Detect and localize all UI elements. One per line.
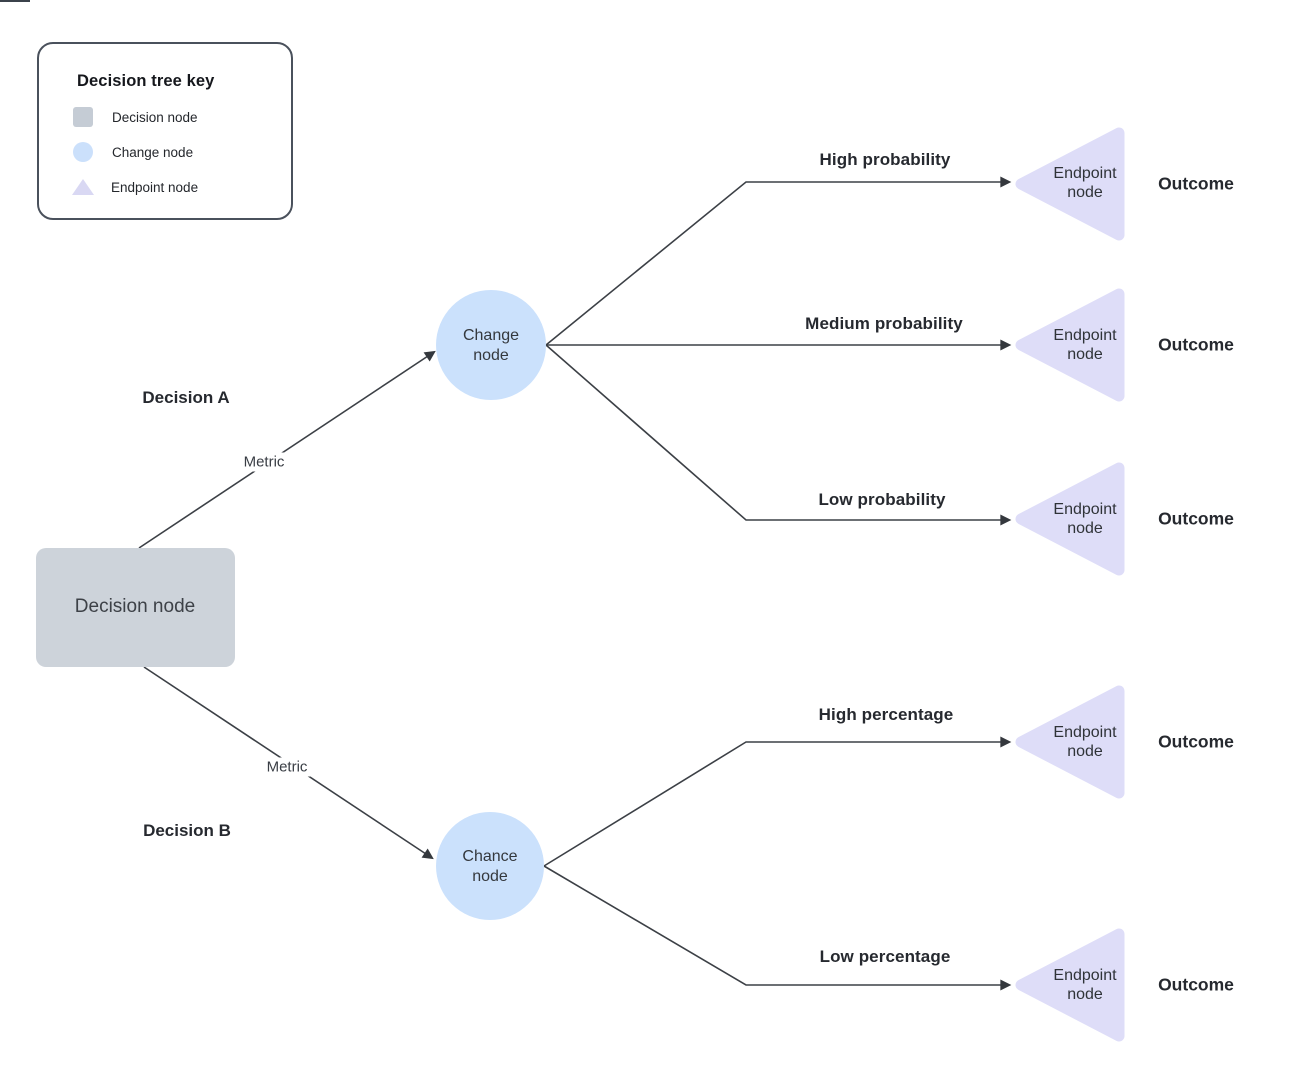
endpoint-node-label-2: Endpoint node xyxy=(1053,327,1117,363)
branch-label-medium-probability: Medium probability xyxy=(805,314,963,333)
outcome-label-4: Outcome xyxy=(1158,731,1234,752)
chance-node-label: Chance node xyxy=(462,848,518,885)
branch-label-high-percentage: High percentage xyxy=(818,705,954,724)
connector-high-percentage xyxy=(543,736,1012,867)
decision-node-shape xyxy=(36,548,235,667)
legend-item-decision-node: Decision node xyxy=(73,106,198,128)
outcome-label-2: Outcome xyxy=(1158,334,1234,355)
legend-item-label: Decision node xyxy=(112,109,198,125)
outcome-label-5: Outcome xyxy=(1158,974,1234,995)
endpoint-node-label-5: Endpoint node xyxy=(1053,967,1117,1003)
endpoint-node-shape-3 xyxy=(1015,462,1125,576)
branch-label-low-percentage: Low percentage xyxy=(819,947,951,966)
legend-item-change-node: Change node xyxy=(73,141,193,163)
branch-label-high-probability: High probability xyxy=(819,150,951,169)
endpoint-node-shape-5 xyxy=(1015,928,1125,1042)
change-node-swatch-icon xyxy=(73,142,93,162)
endpoint-node-shape-4 xyxy=(1015,685,1125,799)
chance-node-shape xyxy=(436,812,544,920)
endpoint-node-label-1: Endpoint node xyxy=(1053,165,1117,201)
legend-item-label: Endpoint node xyxy=(111,179,199,195)
branch-title-decision-a: Decision A xyxy=(142,388,230,407)
endpoint-node-label-4: Endpoint node xyxy=(1053,724,1117,760)
legend-box: Decision tree key Decision node Change n… xyxy=(37,42,293,220)
branch-title-decision-b: Decision B xyxy=(143,821,231,840)
edge-label-metric-a: Metric xyxy=(237,452,291,472)
connector-low-percentage xyxy=(543,865,1012,991)
change-node-label: Change node xyxy=(462,327,520,364)
outcome-label-1: Outcome xyxy=(1158,173,1234,194)
endpoint-node-swatch-icon xyxy=(72,179,94,195)
change-node-shape xyxy=(436,290,546,400)
decision-node-label: Decision node xyxy=(74,596,196,617)
branch-label-low-probability: Low probability xyxy=(818,490,946,509)
connector-high-probability xyxy=(545,176,1012,346)
outcome-label-3: Outcome xyxy=(1158,508,1234,529)
decision-node-swatch-icon xyxy=(73,107,93,127)
connector-decision-a xyxy=(138,350,436,549)
endpoint-node-label-3: Endpoint node xyxy=(1053,501,1117,537)
legend-item-label: Change node xyxy=(112,144,194,160)
legend-title: Decision tree key xyxy=(77,72,215,90)
edge-label-metric-b: Metric xyxy=(260,757,314,777)
endpoint-node-shape-2 xyxy=(1015,288,1125,402)
top-edge-artifact xyxy=(0,0,30,2)
connector-low-probability xyxy=(545,344,1012,526)
legend-item-endpoint-node: Endpoint node xyxy=(72,176,199,198)
endpoint-node-shape-1 xyxy=(1015,127,1125,241)
